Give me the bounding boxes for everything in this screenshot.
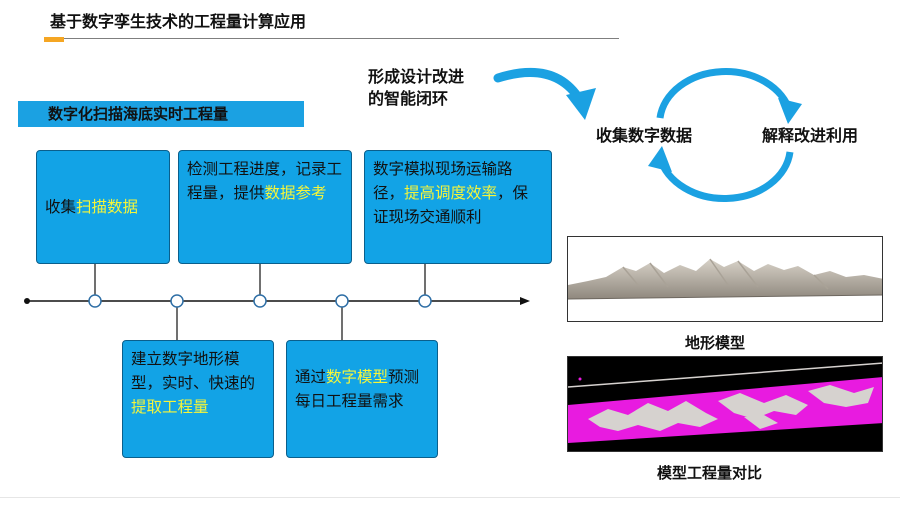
timeline-box-forecast: 通过数字模型预测每日工程量需求: [286, 340, 438, 458]
loop-right-label: 解释改进利用: [762, 126, 859, 145]
section-banner: 数字化扫描海底实时工程量: [18, 101, 304, 127]
milestone-1: [88, 294, 102, 308]
box-highlight: 提取工程量: [131, 398, 209, 416]
box-text: 建立数字地形模型，实时、快速的: [131, 350, 256, 392]
loop-left-label: 收集数字数据: [596, 126, 693, 145]
loop-caption-line1: 形成设计改进: [368, 67, 465, 86]
terrain-caption: 地形模型: [685, 334, 746, 352]
timeline-box-terrain-model: 建立数字地形模型，实时、快速的提取工程量: [122, 340, 274, 458]
timeline-arrowhead: [520, 297, 530, 305]
box-highlight: 提高调度效率: [404, 184, 498, 202]
milestone-2: [170, 294, 184, 308]
box-text: 数字模拟现场运输路径，: [373, 160, 513, 202]
title-divider: [44, 38, 619, 39]
box-text: 通过: [295, 368, 327, 386]
cycle-arrow-bottom-icon: [656, 151, 794, 202]
cycle-arrow-top-icon: [656, 68, 794, 119]
timeline-start-dot: [24, 298, 30, 304]
timeline-box-transport: 数字模拟现场运输路径，提高调度效率，保证现场交通顺利: [364, 150, 552, 264]
box-highlight: 数据参考: [264, 184, 327, 202]
page-title: 基于数字孪生技术的工程量计算应用: [50, 12, 307, 31]
cycle-arrow-bottom-head: [648, 146, 672, 172]
comparison-caption: 模型工程量对比: [657, 464, 763, 482]
box-text-tail: 预测每日工程量需求: [295, 368, 420, 410]
box-highlight: 数字模型: [326, 368, 389, 386]
loop-caption-line2: 的智能闭环: [368, 89, 449, 108]
footer-divider: [0, 497, 900, 498]
box-highlight: 扫描数据: [76, 198, 139, 216]
milestone-4: [335, 294, 349, 308]
cycle-arrow-top-head: [778, 98, 802, 124]
timeline-box-monitor: 检测工程进度，记录工程量，提供数据参考: [178, 150, 352, 264]
title-accent-bar: [44, 37, 64, 42]
curved-arrow-head: [566, 88, 596, 120]
box-text: 收集: [45, 198, 77, 216]
terrain-model-image: [567, 236, 883, 322]
terrain-surface-graphic: [568, 258, 882, 300]
milestone-5: [418, 294, 432, 308]
curved-arrow-icon: [493, 67, 585, 105]
box-text: 检测工程进度，记录工程量，提供: [187, 160, 343, 202]
comparison-graphic: [568, 362, 882, 443]
box-text-tail: ，保证现场交通顺利: [373, 184, 529, 226]
timeline-box-collect: 收集扫描数据: [36, 150, 170, 264]
comparison-image: [567, 356, 883, 452]
loop-caption: 形成设计改进 的智能闭环: [368, 66, 464, 110]
milestone-3: [253, 294, 267, 308]
